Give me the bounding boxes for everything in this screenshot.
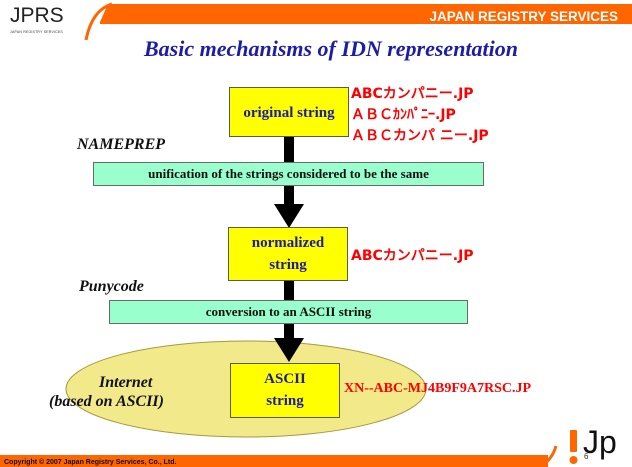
- connector-nameprep-to-arrow: [284, 186, 294, 206]
- ascii-string-label-line2: string: [266, 393, 304, 409]
- internet-label-line2: (based on ASCII): [49, 393, 164, 410]
- normalized-string-label-line2: string: [269, 257, 307, 273]
- nameprep-description-bar: unification of the strings considered to…: [93, 162, 484, 186]
- original-example-3: ＡＢＣカンパ ニー.JP: [351, 128, 489, 144]
- jprs-logo-subtitle: JAPAN REGISTRY SERVICES: [10, 30, 63, 34]
- copyright-notice: Copyright © 2007 Japan Registry Services…: [4, 459, 177, 466]
- connector-normalized-to-punycode: [284, 280, 294, 300]
- nameprep-label: NAMEPREP: [77, 136, 166, 153]
- normalized-string-box: normalized string: [228, 227, 348, 281]
- organization-name: JAPAN REGISTRY SERVICES: [429, 9, 618, 24]
- footer-bar: [0, 445, 558, 467]
- internet-label-line1: Internet: [99, 374, 153, 391]
- connector-original-to-nameprep: [284, 136, 294, 162]
- original-example-1: ABCカンパニー.JP: [351, 86, 474, 102]
- slide-title: Basic mechanisms of IDN representation: [143, 36, 519, 61]
- original-example-2: ＡＢＣｶﾝﾊﾟﾆｰ.JP: [351, 107, 456, 123]
- connector-punycode-to-arrow: [284, 324, 294, 340]
- arrow-down-2: [274, 338, 304, 362]
- page-number: 6: [584, 452, 589, 461]
- ascii-example: XN--ABC-MJ4B9F9A7RSC.JP: [344, 381, 532, 396]
- nameprep-description: unification of the strings considered to…: [148, 166, 429, 181]
- jp-exclamation-icon: [569, 430, 578, 464]
- normalized-string-label-line1: normalized: [251, 235, 325, 251]
- normalized-example: ABCカンパニー.JP: [351, 248, 474, 264]
- header-banner: [84, 2, 632, 40]
- punycode-description-bar: conversion to an ASCII string: [109, 300, 468, 324]
- original-string-label: original string: [243, 105, 335, 121]
- punycode-description: conversion to an ASCII string: [205, 304, 372, 319]
- ascii-string-box: ASCII string: [230, 363, 340, 418]
- jprs-logo: JPRS: [10, 4, 64, 27]
- ascii-string-label-line1: ASCII: [264, 371, 306, 387]
- jp-brand-logo: Jp: [583, 424, 617, 460]
- punycode-label: Punycode: [79, 278, 144, 295]
- original-string-box: original string: [229, 87, 349, 137]
- arrow-down-1: [274, 204, 304, 228]
